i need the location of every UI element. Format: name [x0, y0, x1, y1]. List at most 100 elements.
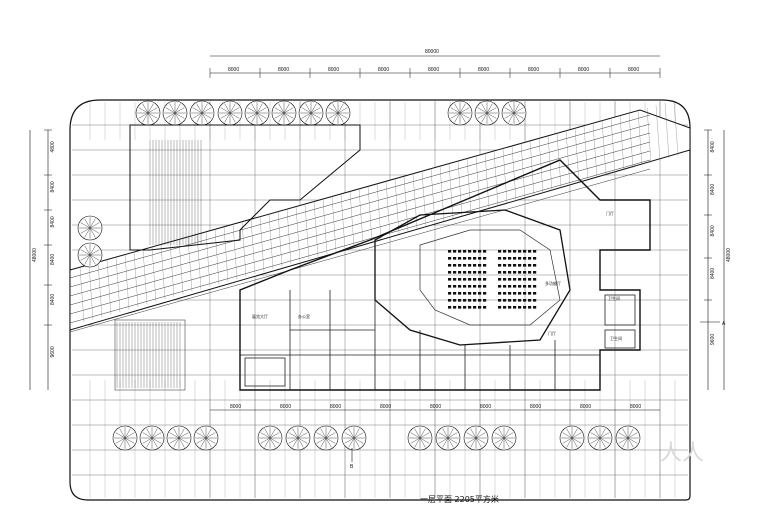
seat: [513, 299, 517, 302]
dim-label-right: 9600: [710, 334, 716, 345]
seat: [478, 278, 482, 281]
road-hatch: [340, 193, 346, 249]
tree-symbol: [298, 100, 324, 126]
seat: [473, 299, 477, 302]
seat: [473, 271, 477, 274]
seat: [528, 306, 532, 309]
seat: [513, 271, 517, 274]
tree-symbol: [474, 100, 500, 126]
seat: [533, 299, 537, 302]
tree-symbol: [244, 100, 270, 126]
seat: [453, 271, 457, 274]
seat: [523, 306, 527, 309]
seat: [503, 264, 507, 267]
road-hatch: [592, 123, 598, 179]
tree-symbol: [162, 100, 188, 126]
road-hatch: [547, 135, 553, 191]
seat: [473, 278, 477, 281]
tree-symbol: [135, 100, 161, 126]
seat: [513, 257, 517, 260]
seat: [448, 278, 452, 281]
road-hatch: [475, 155, 481, 211]
road-hatch: [106, 259, 112, 315]
room-label-lobby-2: 门厅: [548, 330, 556, 336]
road-lane-line: [69, 114, 651, 279]
road-hatch: [466, 158, 472, 214]
seat: [458, 306, 462, 309]
tree-symbol: [435, 425, 461, 451]
stair-treads: [116, 140, 202, 388]
seat: [468, 257, 472, 260]
seat: [523, 264, 527, 267]
road-hatch: [484, 153, 490, 209]
seat: [528, 278, 532, 281]
seat: [498, 257, 502, 260]
seat: [503, 285, 507, 288]
seat: [503, 250, 507, 253]
seat: [468, 292, 472, 295]
road-hatch: [655, 105, 661, 161]
seat: [463, 292, 467, 295]
seat: [448, 257, 452, 260]
auditorium-seats: [448, 250, 537, 309]
road-hatch: [583, 125, 589, 181]
tree-symbol: [189, 100, 215, 126]
road-hatch: [178, 239, 184, 295]
road-hatch: [376, 183, 382, 239]
room-label-lobby-1: 门厅: [606, 210, 614, 216]
road-hatch: [664, 102, 670, 158]
road-hatch: [268, 214, 274, 270]
road-hatch: [673, 100, 679, 156]
dim-label-top: 8000: [278, 67, 289, 73]
seat: [528, 299, 532, 302]
seat: [528, 257, 532, 260]
tree-symbol: [407, 425, 433, 451]
dim-label-top: 8000: [328, 67, 339, 73]
road-hatch: [646, 107, 652, 163]
dim-label-bottom: 8000: [380, 404, 391, 410]
seat: [518, 299, 522, 302]
seat: [478, 299, 482, 302]
seat: [533, 306, 537, 309]
dim-label-bottom: 8000: [330, 404, 341, 410]
road-hatch: [196, 234, 202, 290]
seat: [508, 285, 512, 288]
dim-label-left: 8400: [50, 294, 56, 305]
tree-symbol: [501, 100, 527, 126]
seat: [523, 285, 527, 288]
road-hatch: [214, 229, 220, 285]
seat: [533, 257, 537, 260]
dim-label-top: 8000: [478, 67, 489, 73]
seat: [523, 250, 527, 253]
seat: [508, 278, 512, 281]
tree-symbol: [217, 100, 243, 126]
seat: [518, 278, 522, 281]
seat: [448, 271, 452, 274]
seat: [468, 271, 472, 274]
seat: [533, 292, 537, 295]
seat: [463, 278, 467, 281]
seat: [518, 306, 522, 309]
drawing-caption: 一层平面 2205平方米: [420, 494, 499, 504]
seat: [473, 306, 477, 309]
seat: [528, 271, 532, 274]
road-hatch: [97, 262, 103, 318]
seat: [483, 264, 487, 267]
road-hatch: [358, 188, 364, 244]
tree-symbol: [139, 425, 165, 451]
room-label-exhibition: 展览大厅: [252, 313, 268, 319]
road-hatch: [538, 138, 544, 194]
seat: [453, 257, 457, 260]
road-lane-line: [69, 168, 651, 333]
seat: [508, 250, 512, 253]
seat: [478, 306, 482, 309]
tree-symbol: [112, 425, 138, 451]
road-hatch: [151, 246, 157, 302]
tree-symbol: [193, 425, 219, 451]
seat: [468, 250, 472, 253]
seat: [498, 285, 502, 288]
seat: [468, 299, 472, 302]
dim-label-right: 8400: [710, 184, 716, 195]
